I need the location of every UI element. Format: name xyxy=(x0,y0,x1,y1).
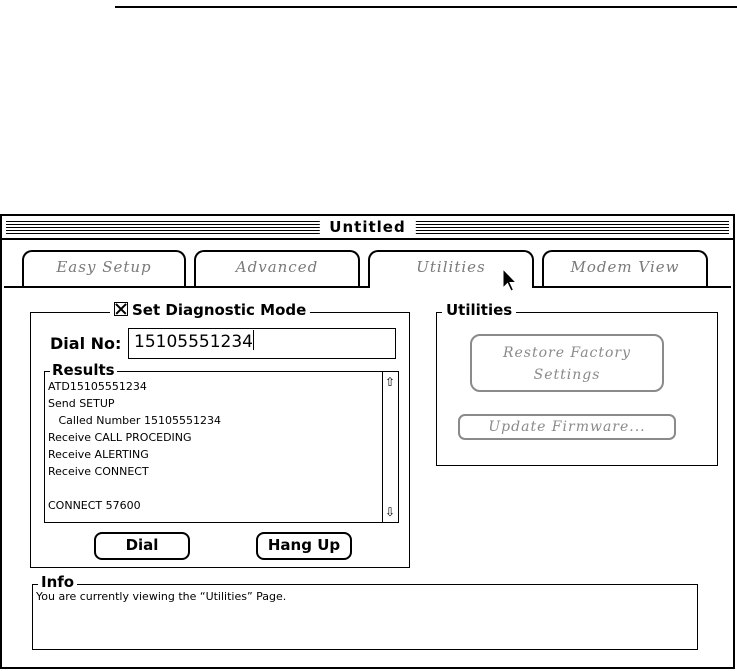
list-item: CONNECT 57600 xyxy=(48,499,141,512)
dial-number-input[interactable]: 15105551234 xyxy=(128,328,396,359)
checkbox-checked-icon[interactable] xyxy=(114,302,128,316)
dial-button[interactable]: Dial xyxy=(94,532,190,560)
arrow-cursor-icon xyxy=(502,268,518,292)
tab-modem-view[interactable]: Modem View xyxy=(542,250,708,286)
utilities-group xyxy=(436,312,718,466)
list-item: Receive CONNECT xyxy=(48,465,149,478)
tab-label: Advanced xyxy=(235,258,319,276)
app-window: Untitled Easy Setup Advanced Utilities M… xyxy=(0,214,735,669)
window-title: Untitled xyxy=(319,218,416,236)
restore-line-2: Settings xyxy=(533,367,601,383)
tab-advanced[interactable]: Advanced xyxy=(194,250,360,286)
tab-easy-setup[interactable]: Easy Setup xyxy=(22,250,186,286)
dial-number-label: Dial No: xyxy=(50,334,122,353)
list-item: Send SETUP xyxy=(48,397,115,410)
tab-label: Easy Setup xyxy=(56,258,152,276)
restore-line-1: Restore Factory xyxy=(502,345,632,361)
list-item: Receive ALERTING xyxy=(48,448,149,461)
list-item: ATD15105551234 xyxy=(48,380,147,393)
results-list[interactable]: ATD15105551234 Send SETUP Called Number … xyxy=(44,371,399,523)
scroll-up-arrow-icon[interactable]: ⇧ xyxy=(384,375,396,389)
tab-baseline-left xyxy=(4,286,368,288)
dial-number-value: 15105551234 xyxy=(134,332,253,352)
info-label: Info xyxy=(38,573,78,591)
tab-utilities[interactable]: Utilities xyxy=(368,250,534,288)
tab-label: Utilities xyxy=(416,258,486,276)
tab-label: Modem View xyxy=(570,258,680,276)
scroll-down-arrow-icon[interactable]: ⇩ xyxy=(384,505,396,519)
hang-up-button[interactable]: Hang Up xyxy=(256,532,352,560)
results-label: Results xyxy=(50,361,117,379)
results-scrollbar[interactable]: ⇧ ⇩ xyxy=(382,372,398,522)
text-caret xyxy=(252,330,255,350)
utilities-label: Utilities xyxy=(442,301,517,319)
list-item xyxy=(45,480,398,497)
tab-baseline-right xyxy=(534,286,731,288)
diagnostic-mode-label: Set Diagnostic Mode xyxy=(132,301,307,319)
diagnostic-mode-checkbox[interactable]: Set Diagnostic Mode xyxy=(110,301,311,319)
top-rule xyxy=(115,6,737,8)
info-group xyxy=(32,584,698,650)
info-text: You are currently viewing the “Utilities… xyxy=(36,590,287,603)
list-item: Receive CALL PROCEDING xyxy=(48,431,192,444)
restore-factory-settings-button[interactable]: Restore Factory Settings xyxy=(470,334,664,392)
title-bar[interactable]: Untitled xyxy=(2,216,733,240)
update-firmware-button[interactable]: Update Firmware... xyxy=(458,414,676,440)
list-item: Called Number 15105551234 xyxy=(48,414,221,427)
